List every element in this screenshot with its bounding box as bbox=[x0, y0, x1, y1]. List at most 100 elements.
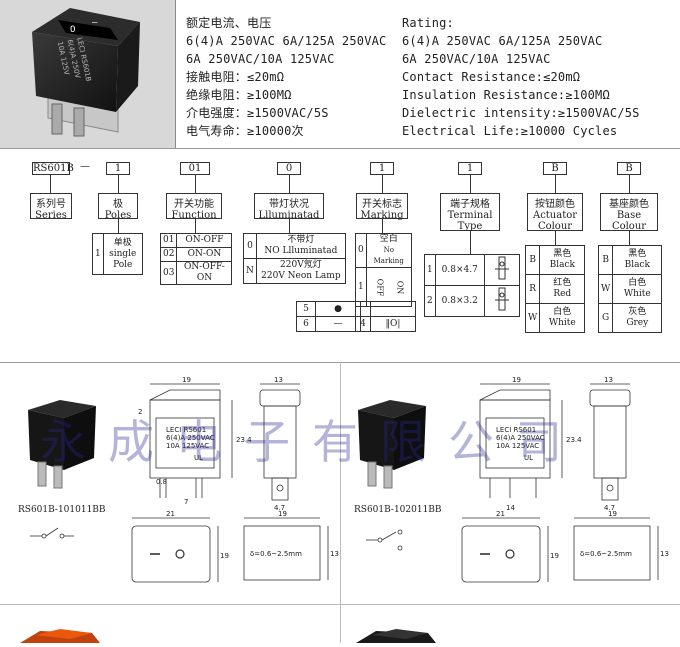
model-label-right: RS601B-102011BB bbox=[354, 505, 442, 515]
spec-line: 6A 250VAC/10A 125VAC bbox=[402, 52, 551, 66]
spec-line: 额定电流、电压 bbox=[186, 16, 272, 30]
function-code: 03 bbox=[159, 261, 178, 285]
spec-line: Rating: bbox=[402, 16, 454, 30]
code-terminal: 1 bbox=[458, 162, 482, 175]
black-switch-photo bbox=[356, 629, 436, 643]
rocker-top-view-right bbox=[461, 517, 549, 583]
base-cn: 灰色 bbox=[628, 307, 647, 317]
body-text: 6(4)A 250VAC bbox=[166, 434, 215, 442]
marking-en: No Marking bbox=[373, 246, 404, 265]
caption-en: Terminal Type bbox=[447, 210, 493, 232]
base-en: Black bbox=[624, 260, 650, 270]
body-text: 6(4)A 250VAC bbox=[496, 434, 545, 442]
code-dash: — bbox=[80, 161, 90, 172]
dim-height: 23.4 bbox=[566, 436, 582, 444]
dim-spacing: 14 bbox=[506, 504, 515, 512]
terminal-code: 2 bbox=[424, 285, 436, 317]
code-poles: 1 bbox=[106, 162, 130, 175]
marking-code: 6 bbox=[296, 316, 316, 332]
pole-num: 1 bbox=[92, 233, 104, 275]
dim-width: 19 bbox=[512, 376, 521, 384]
dim-width: 19 bbox=[182, 376, 191, 384]
illum-cn: 不带灯 bbox=[287, 235, 315, 245]
function-code: 02 bbox=[159, 247, 178, 262]
actuator-en: Red bbox=[553, 289, 572, 299]
switch-symbol-right bbox=[366, 529, 403, 551]
marking-cn: 空白 bbox=[379, 234, 398, 244]
illum-cn: 220V氖灯 bbox=[280, 260, 322, 270]
panel-cutout-right bbox=[573, 517, 659, 581]
side-view-left bbox=[259, 383, 301, 501]
on-mark: — bbox=[92, 18, 98, 28]
model-label-left: RS601B-101011BB bbox=[18, 505, 106, 515]
caption-en: Poles bbox=[104, 210, 132, 221]
caption-cn: 按钮颜色 bbox=[535, 199, 575, 210]
caption-cn: 基座颜色 bbox=[609, 199, 649, 210]
drawings-section: RS601B-101011BB 19 23.4 LECI RS601 6(4)A… bbox=[0, 362, 680, 643]
base-cn: 黑色 bbox=[628, 249, 647, 259]
illum-en: NO Llluminatad bbox=[264, 246, 338, 256]
code-series: RS601B bbox=[32, 162, 74, 175]
caption-cn: 带灯状况 bbox=[269, 199, 309, 210]
ul-mark: UL bbox=[524, 454, 533, 462]
code-illumination: 0 bbox=[277, 162, 301, 175]
code-base: B bbox=[617, 162, 641, 175]
dim-cutout-width: 19 bbox=[608, 510, 617, 518]
dim-top-width: 21 bbox=[166, 510, 175, 518]
ul-mark: UL bbox=[194, 454, 203, 462]
caption-series: 系列号 Series bbox=[30, 193, 72, 221]
function-name: ON-ON bbox=[176, 247, 233, 262]
spec-line: 6(4)A 250VAC 6A/125A 250VAC bbox=[402, 34, 603, 48]
spec-line: Contact Resistance:≤20mΩ bbox=[402, 70, 581, 84]
actuator-code: W bbox=[524, 303, 541, 333]
caption-base: 基座颜色 Base Colour bbox=[600, 193, 658, 232]
function-name: ON-OFF-ON bbox=[176, 261, 233, 285]
switch-photo-left bbox=[28, 400, 96, 489]
caption-poles: 极 Poles bbox=[98, 193, 138, 221]
actuator-en: White bbox=[548, 318, 576, 328]
next-row-right bbox=[340, 605, 680, 643]
illum-code: 0 bbox=[243, 233, 257, 259]
terminal-code: 1 bbox=[424, 254, 436, 286]
dim-thickness: 0.8 bbox=[156, 478, 167, 486]
pole-en2: Pole bbox=[113, 259, 133, 270]
red-switch-photo bbox=[20, 629, 100, 643]
body-text: 10A 125VAC bbox=[166, 442, 209, 450]
marking-code: 5 bbox=[296, 301, 316, 317]
right-drawing: RS601B-102011BB 19 23.4 LECI RS601 6(4)A… bbox=[354, 376, 669, 583]
dim-pin: 4.7 bbox=[604, 504, 615, 512]
dim-depth: 13 bbox=[604, 376, 613, 384]
marking-code: 0 bbox=[355, 233, 367, 268]
pole-en1: single bbox=[109, 248, 137, 259]
actuator-cn: 红色 bbox=[553, 278, 572, 288]
dim-cutout-height: 13 bbox=[330, 550, 339, 558]
actuator-cn: 黑色 bbox=[553, 249, 572, 259]
switch-photo-right bbox=[358, 400, 426, 489]
switch-symbol-left bbox=[30, 527, 74, 539]
caption-en: Base Colour bbox=[611, 210, 647, 232]
terminal-size: 0.8×4.7 bbox=[434, 254, 485, 286]
chinese-spec-list: 额定电流、电压 6(4)A 250VAC 6A/125A 250VAC 6A 2… bbox=[186, 14, 386, 140]
caption-actuator: 按钮颜色 Actuator Colour bbox=[527, 193, 583, 232]
dim-depth: 13 bbox=[274, 376, 283, 384]
caption-cn: 系列号 bbox=[36, 199, 66, 210]
terminal-pin-icon bbox=[483, 285, 520, 317]
function-code: 01 bbox=[159, 233, 178, 248]
caption-cn: 开关功能 bbox=[174, 199, 214, 210]
english-spec-list: Rating: 6(4)A 250VAC 6A/125A 250VAC 6A 2… bbox=[402, 14, 640, 140]
base-cn: 白色 bbox=[628, 278, 647, 288]
spec-line: 介电强度：≥1500VAC/5S bbox=[186, 106, 329, 120]
dim-top-height: 19 bbox=[550, 552, 559, 560]
code-marking: 1 bbox=[370, 162, 394, 175]
base-code: W bbox=[597, 274, 614, 304]
caption-en: Actuator Colour bbox=[532, 210, 578, 232]
function-name: ON-OFF bbox=[176, 233, 233, 248]
rocker-switch-photo: O — LECI RS601B 6(4)A 250V 10A 125V bbox=[32, 8, 140, 137]
dim-cutout-height: 13 bbox=[660, 550, 669, 558]
spec-line: 电气寿命：≥10000次 bbox=[186, 124, 304, 138]
